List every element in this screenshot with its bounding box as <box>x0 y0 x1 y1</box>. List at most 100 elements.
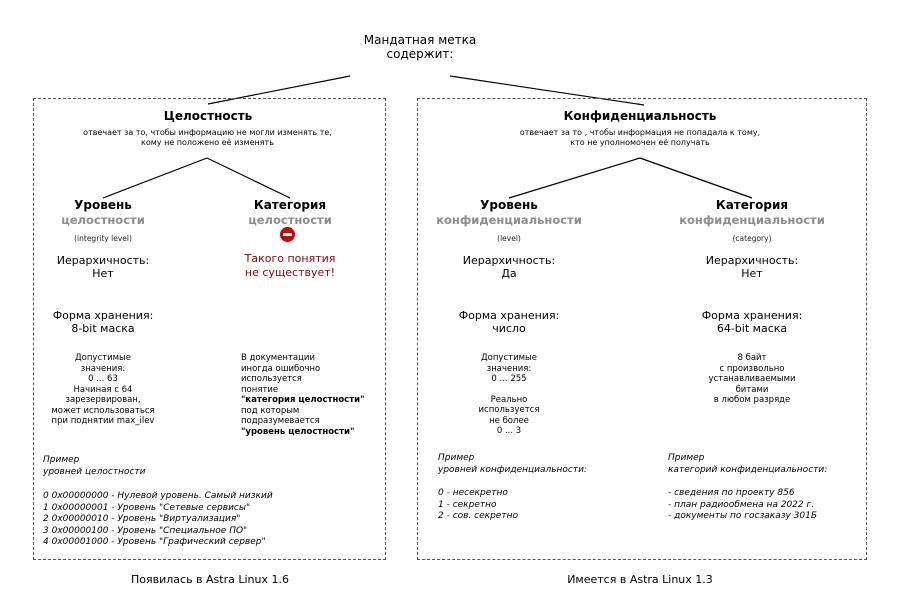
confidentiality-level-example: Пример уровней конфиденциальности: 0 - н… <box>438 453 658 523</box>
confidentiality-level-values: Допустимые значения: 0 ... 255 Реально и… <box>444 353 574 437</box>
integrity-level-values-line: может использоваться <box>51 405 155 416</box>
integrity-category-note-line: иногда ошибочно <box>241 363 321 374</box>
integrity-desc-line1: отвечает за то, чтобы информацию не могл… <box>83 128 332 137</box>
confidentiality-level-values-line: Реально <box>490 394 528 405</box>
confidentiality-level-example-title-line2: уровней конфиденциальности: <box>438 464 588 475</box>
confidentiality-category-values-line: битами <box>735 384 769 395</box>
confidentiality-level-hierarchy: Иерархичность: Да <box>434 254 584 280</box>
confidentiality-category-title: Категория <box>715 198 789 212</box>
integrity-category-title: Категория <box>253 198 327 212</box>
confidentiality-category-values-line: 8 байт <box>737 353 767 363</box>
integrity-example: Пример уровней целостности 0 0x00000000 … <box>43 455 378 549</box>
confidentiality-level-storage: Форма хранения: число <box>434 309 584 335</box>
integrity-example-item: 3 0x00000100 - Уровень "Специальное ПО" <box>43 525 248 536</box>
integrity-example-item: 1 0x00000001 - Уровень "Сетевые сервисы" <box>43 502 251 513</box>
confidentiality-level-example-item: 1 - секретно <box>438 499 497 510</box>
integrity-footer: Появилась в Astra Linux 1.6 <box>131 573 289 586</box>
integrity-level-storage-value: 8-bit маска <box>71 322 135 335</box>
integrity-level-hier-label: Иерархичность: <box>56 254 150 267</box>
confidentiality-category-storage-value: 64-bit маска <box>716 322 788 335</box>
integrity-level-values-line: 0 ... 63 <box>88 374 118 384</box>
confidentiality-level-title: Уровень <box>480 198 538 212</box>
root-to-integrity-line <box>207 75 351 105</box>
confidentiality-to-category-line <box>639 157 753 199</box>
confidentiality-category-example-item: - документы по госзаказу 301Б <box>668 511 818 521</box>
root-title-line1: Мандатная метка <box>363 33 477 47</box>
confidentiality-level-hier-value: Да <box>501 267 517 280</box>
integrity-example-item: 2 0x00000010 - Уровень "Виртуализация" <box>43 514 241 524</box>
integrity-level-values-line: Допустимые <box>75 353 131 363</box>
confidentiality-category-example-item: - сведения по проекту 856 <box>668 488 795 498</box>
confidentiality-category-values-line: с произвольно <box>719 363 785 374</box>
confidentiality-category-example-title-line1: Пример <box>668 453 705 463</box>
integrity-level-storage-label: Форма хранения: <box>52 309 154 322</box>
confidentiality-level-values-line: используется <box>478 405 540 415</box>
confidentiality-level-example-item: 0 - несекретно <box>438 488 508 498</box>
integrity-desc-line2: кому не положено её изменять <box>141 138 274 147</box>
confidentiality-level-values-line: Допустимые <box>481 353 537 363</box>
confidentiality-category-hierarchy: Иерархичность: Нет <box>677 254 827 280</box>
root-title: Мандатная метка содержит: <box>320 33 520 61</box>
confidentiality-level-values-line: 0 ... 3 <box>496 426 522 436</box>
integrity-category-note-line: понятие <box>241 384 279 395</box>
integrity-example-item: 0 0x00000000 - Нулевой уровень. Самый ни… <box>43 491 273 501</box>
confidentiality-category-hier-label: Иерархичность: <box>705 254 799 267</box>
confidentiality-description: отвечает за то , чтобы информация не поп… <box>470 128 810 148</box>
confidentiality-level-storage-value: число <box>492 322 526 335</box>
integrity-box <box>33 98 386 560</box>
integrity-example-item: 4 0x00001000 - Уровень "Графический серв… <box>43 537 266 547</box>
confidentiality-desc-line2: кто не уполномочен её получать <box>570 138 710 147</box>
confidentiality-category-term: (category) <box>732 234 772 243</box>
integrity-example-title-line2: уровней целостности <box>43 466 146 477</box>
integrity-level-values: Допустимые значения: 0 ... 63 Начиная с … <box>38 353 168 427</box>
integrity-category-subtitle: целостности <box>248 213 332 227</box>
confidentiality-level-node: Уровень конфиденциальности (level) <box>424 198 594 243</box>
integrity-level-hierarchy: Иерархичность: Нет <box>38 254 168 280</box>
integrity-level-hier-value: Нет <box>92 267 114 280</box>
integrity-level-values-line: значения: <box>80 363 126 374</box>
integrity-category-note: В документации иногда ошибочно используе… <box>241 353 381 437</box>
confidentiality-category-subtitle: конфиденциальности <box>679 213 825 227</box>
confidentiality-box <box>417 98 867 560</box>
integrity-category-warn-line1: Такого понятия <box>244 252 336 265</box>
integrity-to-level-line <box>102 157 208 199</box>
confidentiality-category-storage-label: Форма хранения: <box>701 309 803 322</box>
confidentiality-footer: Имеется в Astra Linux 1.3 <box>567 573 713 586</box>
integrity-to-category-line <box>206 157 291 199</box>
confidentiality-level-example-title-line1: Пример <box>438 453 475 463</box>
integrity-category-warn-line2: не существует! <box>244 266 336 279</box>
confidentiality-category-values-line: устанавливаемыми <box>708 374 796 384</box>
confidentiality-category-storage: Форма хранения: 64-bit маска <box>677 309 827 335</box>
confidentiality-category-example: Пример категорий конфиденциальности: - с… <box>668 453 863 523</box>
confidentiality-category-node: Категория конфиденциальности (category) <box>667 198 837 243</box>
integrity-level-title: Уровень <box>74 198 132 212</box>
integrity-level-values-line: при поднятии max_ilev <box>51 416 155 426</box>
integrity-header: Целостность <box>163 109 253 123</box>
integrity-level-node: Уровень целостности (integrity level) <box>38 198 168 243</box>
integrity-category-note-line: "категория целостности" <box>241 395 365 405</box>
confidentiality-category-example-title-line2: категорий конфиденциальности: <box>668 464 828 475</box>
integrity-category-note-line: используется <box>241 374 302 384</box>
integrity-category-note-line: под которым <box>241 405 300 416</box>
integrity-category-node: Категория целостности <box>225 198 355 228</box>
confidentiality-level-values-line: не более <box>489 415 529 426</box>
confidentiality-level-hier-label: Иерархичность: <box>462 254 556 267</box>
integrity-level-term: (integrity level) <box>74 234 132 243</box>
integrity-level-values-line: Начиная с 64 <box>73 384 133 395</box>
confidentiality-desc-line1: отвечает за то , чтобы информация не поп… <box>519 128 761 137</box>
root-to-confidentiality-line <box>449 75 645 106</box>
confidentiality-level-term: (level) <box>497 234 521 243</box>
no-entry-icon <box>280 227 295 242</box>
integrity-category-warning: Такого понятия не существует! <box>220 252 360 280</box>
confidentiality-category-hier-value: Нет <box>741 267 763 280</box>
root-title-line2: содержит: <box>386 47 454 61</box>
confidentiality-level-example-item: 2 - сов. секретно <box>438 511 518 521</box>
confidentiality-to-level-line <box>508 157 641 199</box>
integrity-description: отвечает за то, чтобы информацию не могл… <box>50 128 365 148</box>
confidentiality-category-values-line: в любом разряде <box>713 395 791 405</box>
confidentiality-level-subtitle: конфиденциальности <box>436 213 582 227</box>
integrity-level-storage: Форма хранения: 8-bit маска <box>33 309 173 335</box>
integrity-category-note-line: "уровень целостности" <box>241 426 355 437</box>
confidentiality-category-values: 8 байт с произвольно устанавливаемыми би… <box>687 353 817 406</box>
